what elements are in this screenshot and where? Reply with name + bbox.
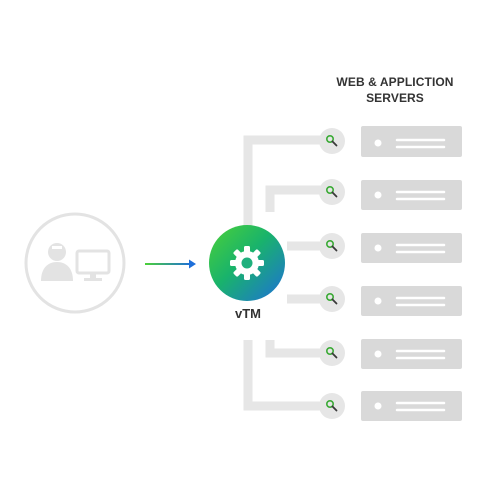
vtm-label: vTM (235, 306, 261, 321)
search-icon (325, 185, 338, 198)
servers-heading-line1: WEB & APPLICTION (336, 75, 454, 89)
server-1 (319, 126, 462, 157)
server-status-dot (374, 244, 382, 252)
client-ring (24, 212, 126, 314)
gear-icon (230, 246, 264, 280)
search-icon (325, 239, 338, 252)
server-2 (319, 179, 462, 210)
request-arrow (145, 259, 196, 269)
monitor-icon (75, 249, 111, 281)
server-6 (319, 391, 462, 421)
server-box (361, 126, 462, 157)
server-box (361, 233, 462, 263)
search-icon (325, 292, 338, 305)
connector-2 (265, 185, 330, 212)
connectors (243, 135, 330, 411)
server-status-dot (374, 402, 382, 410)
server-status-dot (374, 191, 382, 199)
server-box (361, 180, 462, 210)
server-status-dot (374, 350, 382, 358)
vtm-node (209, 225, 285, 301)
connector-5 (265, 340, 330, 358)
server-box (361, 286, 462, 316)
connector-1 (243, 135, 330, 238)
client-node (24, 212, 126, 314)
search-icon (325, 134, 338, 147)
server-status-dot (374, 297, 382, 305)
server-4 (319, 286, 462, 316)
server-box (361, 339, 462, 369)
server-box (361, 391, 462, 421)
server-3 (319, 233, 462, 263)
server-5 (319, 339, 462, 369)
servers-heading-line2: SERVERS (366, 91, 424, 105)
user-icon (41, 243, 73, 281)
server-list (319, 126, 462, 421)
search-icon (325, 346, 338, 359)
search-icon (325, 399, 338, 412)
server-status-dot (374, 139, 382, 147)
connector-6 (243, 340, 330, 411)
servers-heading: WEB & APPLICTION SERVERS (330, 74, 460, 106)
